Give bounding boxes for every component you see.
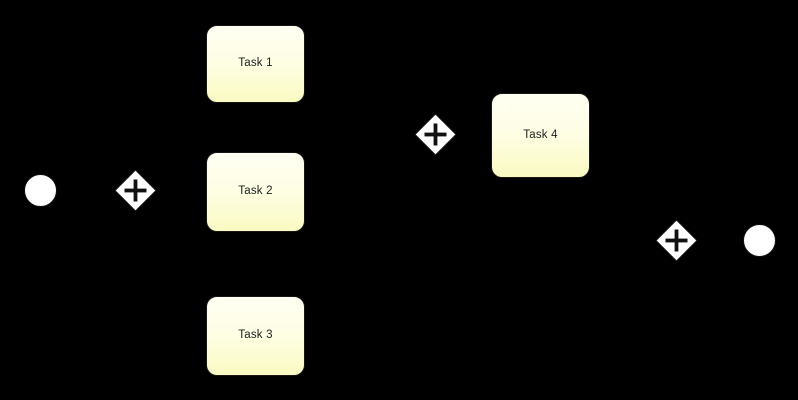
parallel-gateway-plus-icon (114, 169, 157, 212)
parallel-gateway-join[interactable] (655, 219, 698, 262)
task-label: Task 1 (238, 57, 273, 70)
task-node-1[interactable]: Task 1 (206, 25, 305, 103)
task-label: Task 3 (238, 329, 273, 342)
parallel-gateway-middle[interactable] (414, 113, 457, 156)
parallel-gateway-split[interactable] (114, 169, 157, 212)
parallel-gateway-plus-icon (655, 219, 698, 262)
task-node-3[interactable]: Task 3 (206, 296, 305, 376)
task-node-4[interactable]: Task 4 (491, 93, 590, 178)
start-event-circle[interactable] (24, 174, 57, 207)
task-node-2[interactable]: Task 2 (206, 152, 305, 232)
task-label: Task 4 (523, 128, 558, 141)
end-event-circle[interactable] (743, 224, 776, 257)
task-label: Task 2 (238, 185, 273, 198)
parallel-gateway-plus-icon (414, 113, 457, 156)
